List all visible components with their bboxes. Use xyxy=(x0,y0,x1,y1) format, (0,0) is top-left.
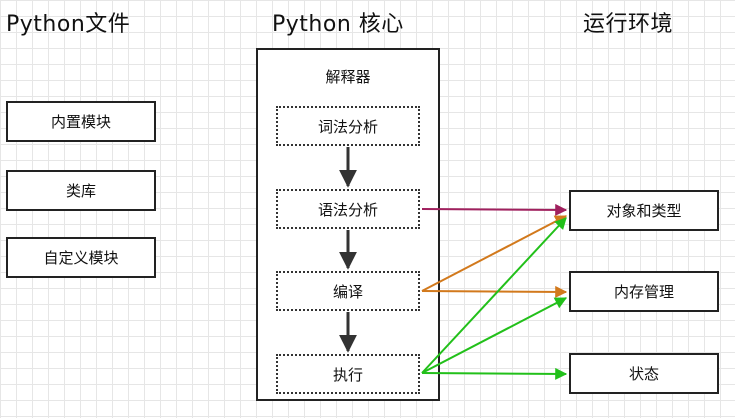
state-label: 状态 xyxy=(628,365,659,383)
libraries-box: 类库 xyxy=(6,170,156,211)
stage-syntax-analysis-label: 语法分析 xyxy=(317,200,378,219)
interpreter-label: 解释器 xyxy=(325,68,371,86)
stage-compile-label: 编译 xyxy=(332,282,363,301)
stage-lexical-analysis-label: 词法分析 xyxy=(317,117,378,136)
heading-python-files: Python文件 xyxy=(6,12,131,37)
arrow-compile-to-objects xyxy=(421,215,568,292)
arrow-compile-to-memory xyxy=(421,285,568,298)
stage-syntax-analysis: 语法分析 xyxy=(276,189,420,229)
stage-execute: 执行 xyxy=(276,354,420,394)
arrow-execute-to-state xyxy=(421,367,568,380)
stage-lexical-analysis: 词法分析 xyxy=(276,106,420,146)
state-box: 状态 xyxy=(569,353,719,394)
objects-and-types-box: 对象和类型 xyxy=(569,190,719,231)
builtin-modules-box: 内置模块 xyxy=(6,101,156,142)
stage-compile: 编译 xyxy=(276,271,420,311)
memory-management-box: 内存管理 xyxy=(569,271,719,312)
objects-and-types-label: 对象和类型 xyxy=(606,202,682,220)
stage-execute-label: 执行 xyxy=(332,365,363,384)
builtin-modules-label: 内置模块 xyxy=(50,113,111,131)
memory-management-label: 内存管理 xyxy=(613,283,674,301)
heading-python-core: Python 核心 xyxy=(272,12,404,37)
heading-runtime: 运行环境 xyxy=(583,12,674,37)
custom-modules-box: 自定义模块 xyxy=(6,237,156,278)
custom-modules-label: 自定义模块 xyxy=(43,249,119,267)
arrow-execute-to-objects xyxy=(421,217,567,374)
libraries-label: 类库 xyxy=(65,182,96,200)
arrow-execute-to-memory xyxy=(421,297,568,374)
arrow-syntax-to-objects xyxy=(421,203,568,216)
